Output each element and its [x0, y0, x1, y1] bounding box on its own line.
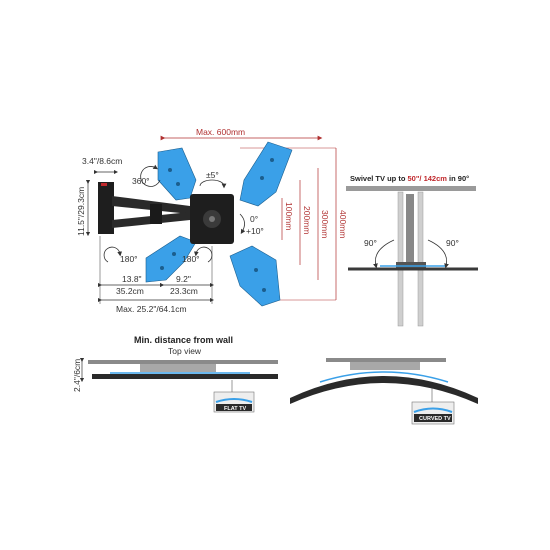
tilt-head-center	[209, 216, 215, 222]
dim-9-2-label: 9.2"	[176, 274, 191, 284]
flat-tag-label: FLAT TV	[224, 406, 247, 412]
swivel-arm-right	[417, 191, 424, 327]
rotate-360-label: 360°	[132, 176, 150, 186]
flat-tv	[92, 374, 278, 379]
rotate-180-right-label: 180°	[182, 254, 200, 264]
swivel-arm-center	[406, 194, 414, 266]
swivel-5-arrow	[199, 179, 227, 189]
wall-plate-red-mark	[101, 183, 107, 186]
dim-11-5-label: 11.5"/29.3cm	[76, 187, 86, 236]
swivel-angle-left: 90°	[364, 238, 377, 248]
dim-23-3-label: 23.3cm	[170, 286, 198, 296]
curved-wall	[326, 358, 446, 362]
dim-100-label: 100mm	[284, 202, 294, 230]
swivel-title: Swivel TV up to 50"/ 142cm in 90°	[350, 174, 469, 183]
flat-mount	[140, 364, 216, 372]
dim-35-2-label: 35.2cm	[116, 286, 144, 296]
dim-3-4-label: 3.4"/8.6cm	[82, 156, 122, 166]
swivel-head	[396, 262, 426, 268]
front-view: Max. 600mm 100mm 200mm 300mm 400mm	[76, 127, 348, 314]
flat-tag-band	[216, 404, 252, 411]
arm-joint	[150, 204, 162, 224]
dim-13-8-label: 13.8"	[122, 274, 142, 284]
tilt-0-label: 0°	[250, 214, 258, 224]
bracket-top-left	[157, 147, 197, 201]
bracket-holes	[160, 158, 274, 292]
curved-mount	[350, 362, 420, 370]
curved-tv	[290, 376, 478, 404]
max-600-label: Max. 600mm	[196, 127, 245, 137]
dim-400-label: 400mm	[338, 210, 348, 238]
flat-tag-swoosh	[215, 398, 253, 403]
swivel-arrow-left	[373, 239, 395, 269]
bracket-top-right	[239, 141, 293, 207]
wall-plate	[98, 182, 114, 234]
wall-distance-section: Min. distance from wall Top view 2.4"/6c…	[72, 335, 478, 425]
flat-dim-label: 2.4"/6cm	[72, 359, 82, 392]
swivel-arrow-right	[427, 239, 449, 269]
tilt-10-label: +10°	[246, 226, 264, 236]
swivel-5-label: ±5°	[206, 170, 219, 180]
rotate-180-left-arrow	[103, 246, 123, 263]
curved-tag-band	[414, 414, 452, 422]
curved-tag-swoosh	[413, 407, 453, 413]
swivel-wall-top	[346, 186, 476, 191]
wall-distance-subheading: Top view	[168, 346, 202, 356]
swivel-angle-right: 90°	[446, 238, 459, 248]
dim-200-label: 200mm	[302, 206, 312, 234]
tilt-arrow	[239, 213, 246, 235]
curved-tag-label: CURVED TV	[419, 416, 451, 422]
dim-max-25-label: Max. 25.2"/64.1cm	[116, 304, 187, 314]
wall-distance-heading: Min. distance from wall	[134, 335, 233, 345]
bracket-bottom-right	[229, 245, 281, 307]
dim-300-label: 300mm	[320, 210, 330, 238]
rotate-180-left-label: 180°	[120, 254, 138, 264]
rotate-360-arrow	[140, 164, 161, 187]
bracket-bottom-left	[145, 235, 197, 283]
swivel-view: Swivel TV up to 50"/ 142cm in 90° 90° 90…	[346, 174, 478, 327]
flat-wall	[88, 360, 278, 364]
curved-tv-highlight	[319, 371, 449, 383]
swivel-arm-left	[397, 191, 404, 327]
rotate-180-right-arrow	[193, 246, 213, 263]
